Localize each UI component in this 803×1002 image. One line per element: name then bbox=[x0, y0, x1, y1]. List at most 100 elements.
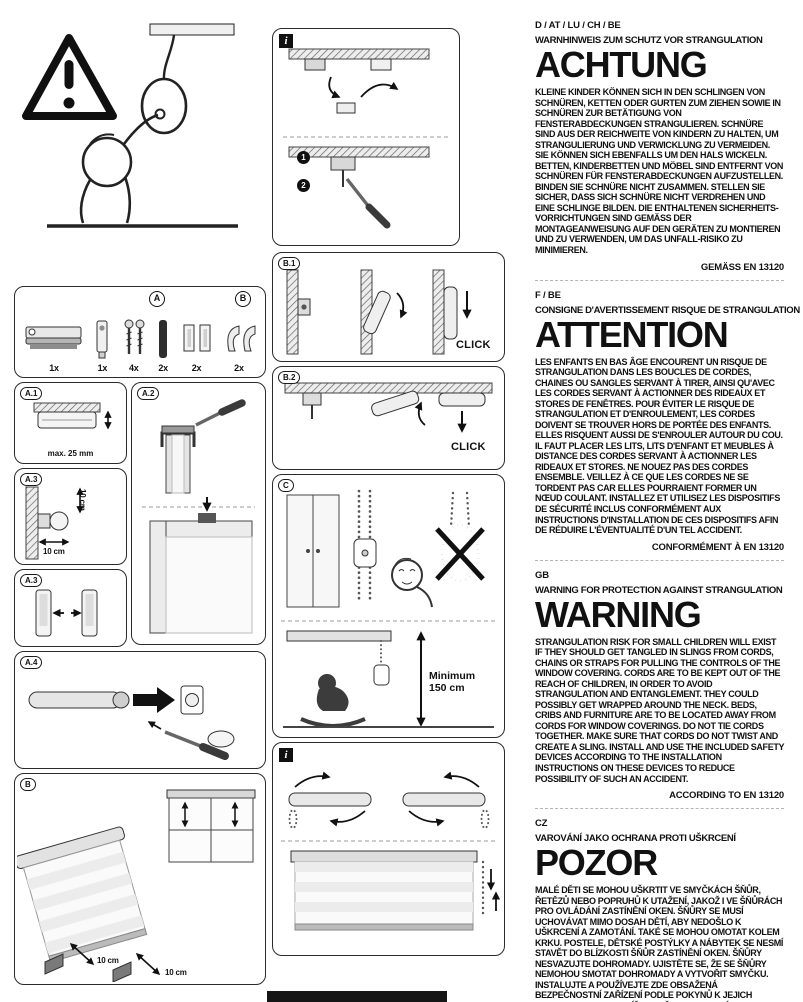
cord-safety-illustration bbox=[281, 489, 496, 728]
max-depth-dimension: max. 25 mm bbox=[47, 449, 94, 458]
cover-piece bbox=[336, 102, 356, 114]
warning-subtitle-fr: CONSIGNE D'AVERTISSEMENT RISQUE DE STRAN… bbox=[535, 304, 800, 316]
part-item: 2x bbox=[180, 316, 214, 373]
part-quantity: 2x bbox=[191, 363, 202, 373]
step-panel-a2: A.2 bbox=[131, 382, 266, 645]
parts-list: 1x 1x bbox=[24, 307, 256, 373]
info-panel-operation: i bbox=[272, 742, 505, 956]
child-silhouette bbox=[316, 686, 349, 711]
warning-section-de: D / AT / LU / CH / BE WARNHINWEIS ZUM SC… bbox=[535, 20, 784, 281]
country-codes-fr: F / BE bbox=[535, 289, 561, 301]
rocker bbox=[300, 717, 366, 728]
step-panel-b1: B.1 CLICK bbox=[272, 252, 505, 362]
warning-body-fr: LES ENFANTS EN BAS ÂGE ENCOURENT UN RISQ… bbox=[535, 356, 783, 536]
group-a-label: A bbox=[149, 291, 165, 307]
part-quantity: 2x bbox=[234, 363, 244, 373]
child-head bbox=[81, 136, 133, 188]
step-label-c: C bbox=[278, 479, 294, 492]
part-item: 4x bbox=[121, 316, 147, 373]
clamp-bracket-mounting-illustration bbox=[142, 399, 255, 634]
duo-roller-blind bbox=[17, 826, 148, 963]
warning-subtitle-de: WARNHINWEIS ZUM SCHUTZ VOR STRANGULATION bbox=[535, 35, 763, 46]
step-number-2: 2 bbox=[297, 179, 310, 192]
screwdriver-shaft bbox=[164, 730, 204, 749]
step-panel-b: B 10 cm 10 cm bbox=[14, 773, 266, 985]
bracket-spacing-illustration bbox=[25, 486, 84, 560]
warning-subtitle-cz: VAROVÁNÍ JAKO OCHRANA PROTI UŠKRCENÍ bbox=[535, 833, 736, 845]
warning-subtitle-gb: WARNING FOR PROTECTION AGAINST STRANGULA… bbox=[535, 584, 783, 596]
minimum-height-label: Minimum 150 cm bbox=[429, 670, 476, 694]
info-icon: i bbox=[279, 34, 293, 48]
warning-title-cz: POZOR bbox=[535, 842, 658, 884]
adapter-clips-illustration bbox=[35, 589, 98, 637]
warning-section-fr: F / BE CONSIGNE D'AVERTISSEMENT RISQUE D… bbox=[535, 289, 800, 561]
strangulation-hazard-illustration bbox=[12, 20, 252, 242]
country-codes-gb: GB bbox=[535, 569, 549, 581]
spacing-dimension-1: 10 cm bbox=[97, 956, 119, 965]
step-label-a2: A.2 bbox=[137, 387, 160, 400]
step-label-a1: A.1 bbox=[20, 387, 43, 400]
screwdriver-shaft bbox=[345, 177, 371, 209]
click-label-b2: CLICK bbox=[451, 441, 486, 453]
step-panel-a1: A.1 max. 25 mm bbox=[14, 382, 127, 464]
part-quantity: 2x bbox=[158, 363, 168, 373]
info-icon: i bbox=[279, 748, 293, 762]
part-item: 1x bbox=[24, 316, 84, 373]
insert-arrow bbox=[133, 687, 175, 713]
step-panel-b2: B.2 CLICK bbox=[272, 366, 505, 470]
part-quantity: 4x bbox=[128, 363, 139, 373]
spacing-dimension-horizontal: 10 cm bbox=[43, 547, 65, 556]
warning-title-fr: ATTENTION bbox=[535, 313, 729, 355]
control-unit-icon bbox=[96, 320, 108, 359]
ceiling-mount-sequence-illustration bbox=[284, 382, 493, 433]
warning-body-cz: MALÉ DĚTI SE MOHOU UŠKRTIT VE SMYČKÁCH Š… bbox=[535, 885, 784, 1002]
screwdriver-shaft bbox=[195, 410, 223, 427]
warning-body-gb: STRANGULATION RISK FOR SMALL CHILDREN WI… bbox=[535, 636, 784, 784]
wedge-part bbox=[112, 961, 132, 982]
part-item: 2x bbox=[155, 316, 171, 373]
screwdriver-handle bbox=[218, 399, 246, 416]
cord-loop bbox=[140, 77, 188, 135]
country-codes-cz: CZ bbox=[535, 818, 548, 830]
screwdriver-handle bbox=[365, 203, 391, 229]
wall-mount-sequence-illustration bbox=[286, 269, 472, 355]
step-label-b1: B.1 bbox=[278, 257, 301, 270]
hand bbox=[207, 730, 235, 748]
child-cord-hazard-drawing bbox=[22, 23, 238, 228]
blind-cassette bbox=[149, 23, 235, 36]
roller-profile-icon bbox=[25, 326, 82, 349]
warning-body-de: KLEINE KINDER KÖNNEN SICH IN DEN SCHLING… bbox=[535, 87, 784, 255]
spacing-dimension-2: 10 cm bbox=[165, 968, 187, 977]
warning-text-column: D / AT / LU / CH / BE WARNHINWEIS ZUM SC… bbox=[535, 20, 800, 1002]
step-number-1: 1 bbox=[297, 151, 310, 164]
step-panel-c-child-safety: C Mi bbox=[272, 474, 505, 738]
frame-depth-check-illustration bbox=[33, 402, 112, 430]
forbidden-loop bbox=[440, 523, 480, 583]
standard-reference-de: GEMÄSS EN 13120 bbox=[700, 261, 784, 273]
child-face bbox=[391, 559, 423, 591]
roller-direction-illustration bbox=[281, 771, 501, 931]
click-label-b1: CLICK bbox=[456, 339, 491, 351]
step-label-a3: A.3 bbox=[20, 473, 43, 486]
mounted-bracket bbox=[198, 513, 216, 523]
step-panel-a3-adapters: A.3 bbox=[14, 569, 127, 647]
group-b-label: B bbox=[235, 291, 251, 307]
cover-clip-icon bbox=[227, 325, 256, 352]
adhesive-strip-icon bbox=[159, 320, 168, 358]
spacing-dimension-vertical: 10 cm bbox=[78, 489, 87, 511]
standard-reference-fr: CONFORMÉMENT À EN 13120 bbox=[651, 541, 784, 553]
cord bbox=[162, 34, 176, 81]
step-label-b2: B.2 bbox=[278, 371, 301, 384]
warning-title-gb: WARNING bbox=[535, 593, 702, 635]
country-codes-de: D / AT / LU / CH / BE bbox=[535, 20, 621, 31]
blind-cassette bbox=[286, 630, 392, 642]
part-item: 1x bbox=[92, 316, 112, 373]
warning-section-cz: CZ VAROVÁNÍ JAKO OCHRANA PROTI UŠKRCENÍ … bbox=[535, 818, 784, 1002]
step-label-a3b: A.3 bbox=[20, 574, 43, 587]
roller-insertion-illustration bbox=[28, 685, 235, 760]
step-label-a4: A.4 bbox=[20, 656, 43, 669]
parts-overview-panel: A B 1x 1x bbox=[14, 286, 266, 378]
part-quantity: 1x bbox=[49, 363, 59, 373]
duo-roller-positioning-illustration bbox=[17, 789, 256, 982]
